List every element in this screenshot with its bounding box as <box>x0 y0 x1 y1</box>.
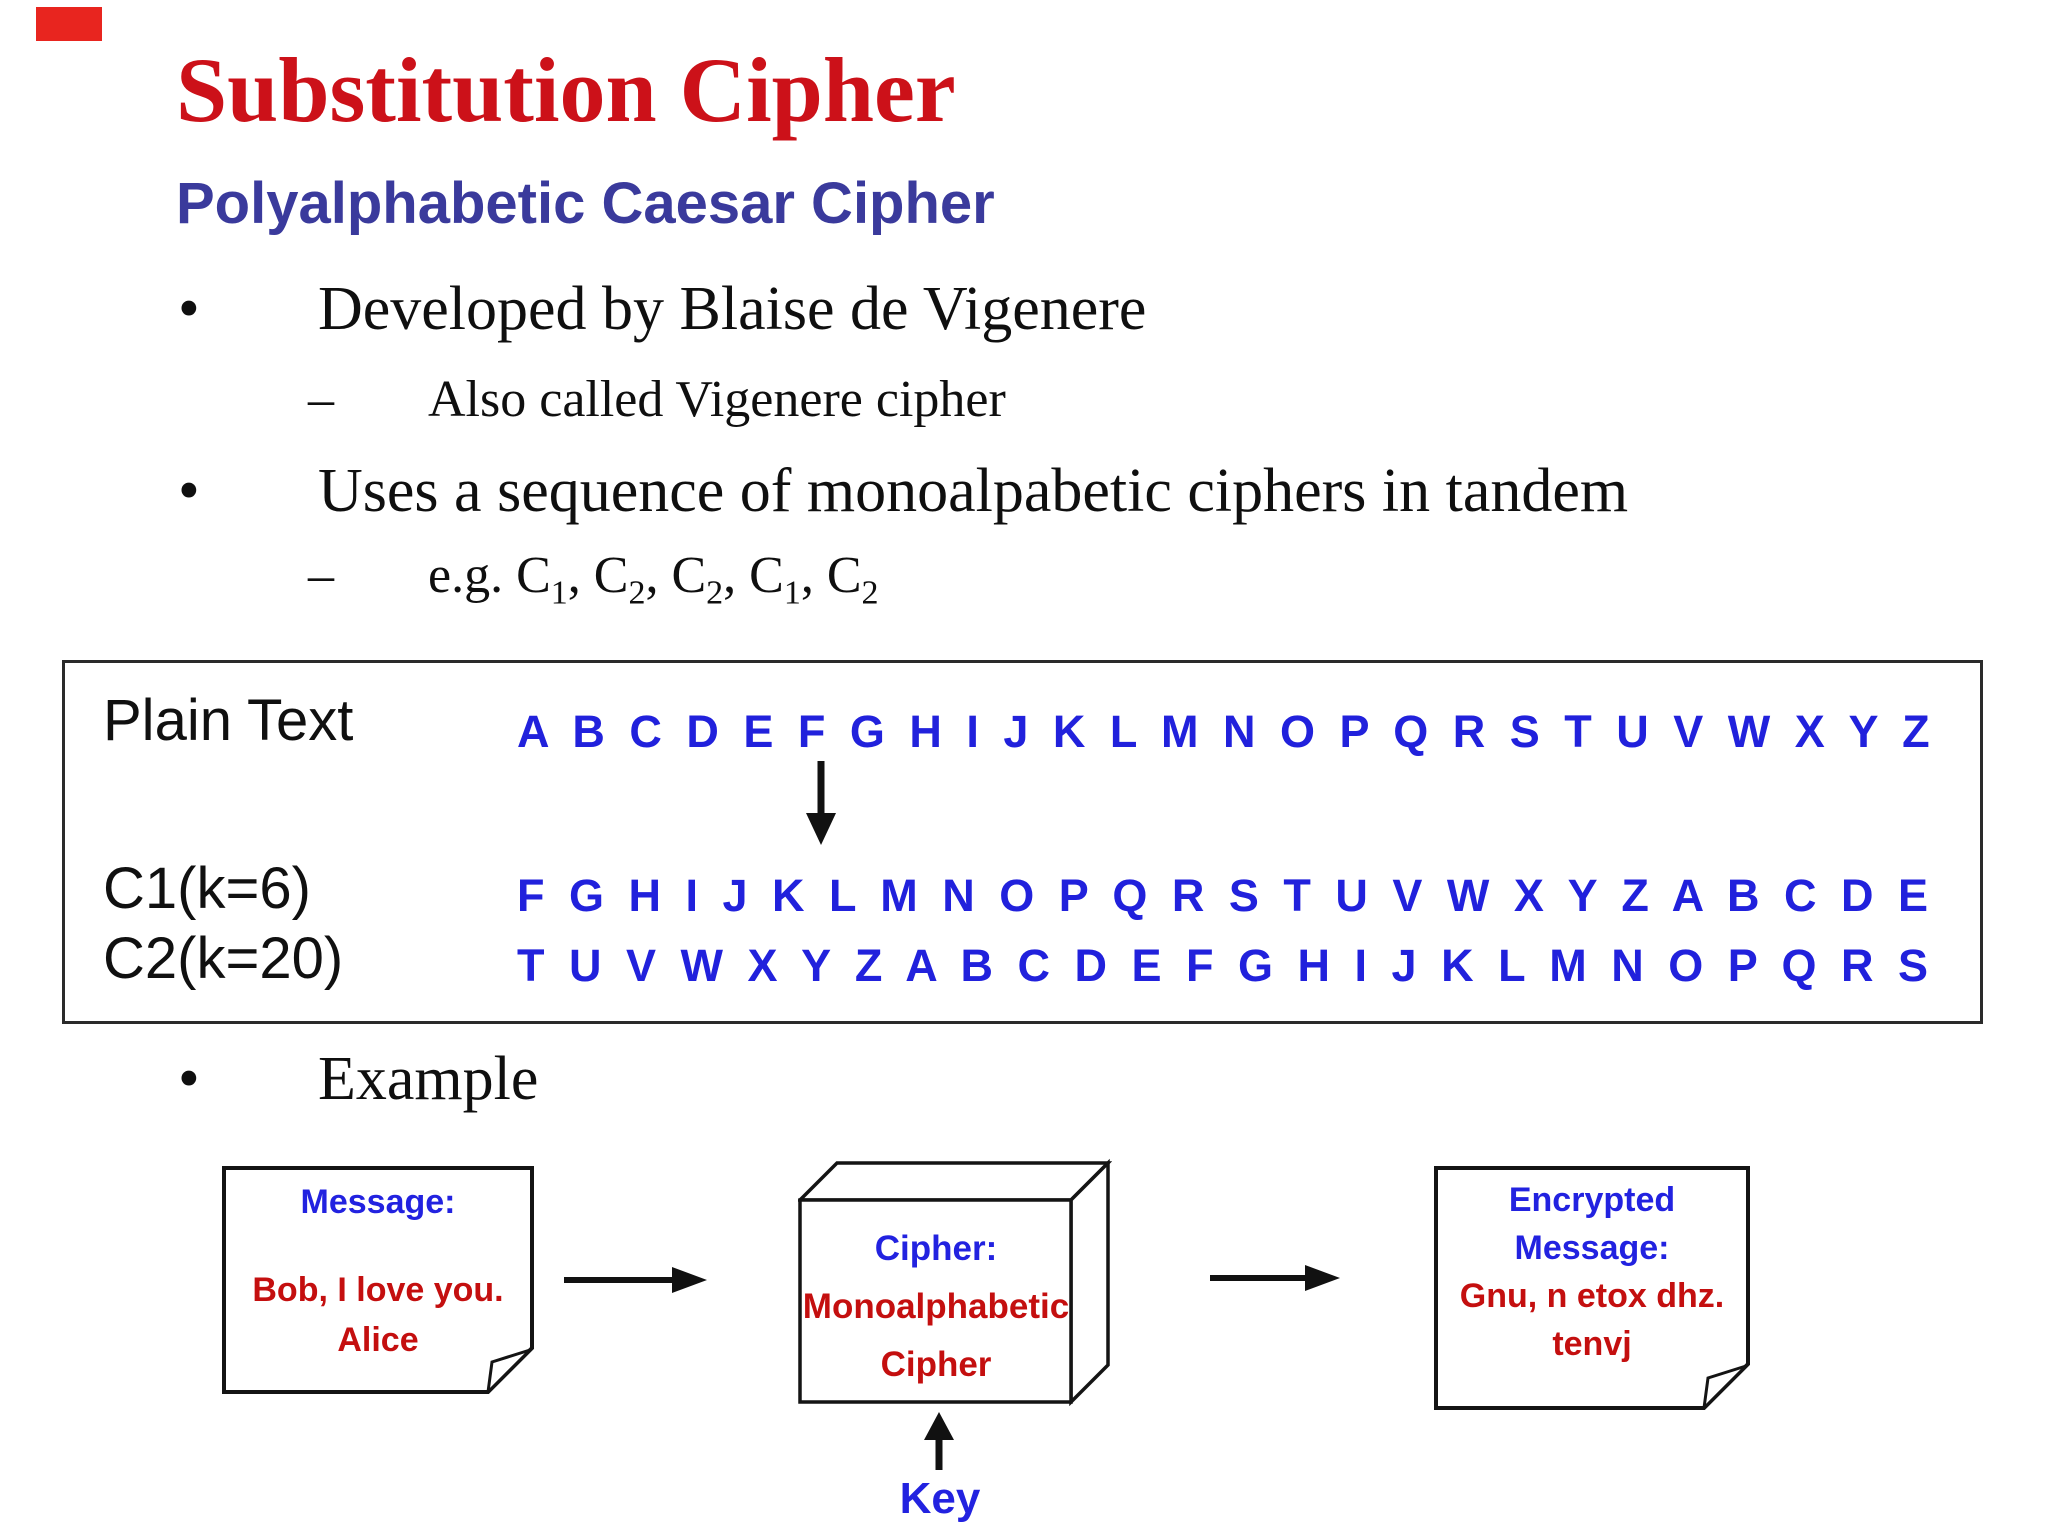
eg-c: C <box>516 547 551 604</box>
bullet-developed-text: Developed by Blaise de Vigenere <box>318 275 1147 343</box>
message-body-line1: Bob, I love you. <box>252 1271 504 1309</box>
bullet-dot-icon: • <box>178 275 200 343</box>
cipher-body-line2: Cipher <box>880 1345 992 1384</box>
eg-sub: 2 <box>628 574 646 612</box>
slide-title: Substitution Cipher <box>176 39 956 141</box>
c1-alphabet-row: F G H I J K L M N O P Q R S T U V W X Y … <box>517 870 1934 921</box>
eg-c: C <box>671 547 707 604</box>
subbullet-also-called: – Also called Vigenere cipher <box>0 374 2048 454</box>
eg-sep: , <box>567 547 594 604</box>
dash-icon: – <box>308 547 334 604</box>
bullet-developed: • Developed by Blaise de Vigenere <box>0 278 2048 358</box>
eg-c: C <box>749 547 784 604</box>
eg-sep: , <box>723 547 750 604</box>
dash-icon: – <box>308 371 334 428</box>
bullet-uses: • Uses a sequence of monoalpabetic ciphe… <box>0 460 2048 540</box>
slide-subtitle: Polyalphabetic Caesar Cipher <box>176 171 995 236</box>
cipher-box-text: Cipher: Monoalphabetic Cipher <box>800 1220 1072 1394</box>
arrow-down-icon <box>806 761 836 845</box>
arrow-right-icon <box>1210 1265 1340 1291</box>
note-outline <box>1434 1166 1750 1410</box>
cipher-table: Plain Text A B C D E F G H I J K L M N O… <box>62 660 1983 1024</box>
message-body-line2: Alice <box>337 1321 419 1359</box>
c2-alphabet-row: T U V W X Y Z A B C D E F G H I J K L M … <box>517 940 1934 991</box>
cipher-body-line1: Monoalphabetic <box>802 1287 1070 1326</box>
message-heading: Message: <box>300 1183 456 1221</box>
encrypted-heading-line2: Message: <box>1514 1229 1670 1267</box>
plain-text-label: Plain Text <box>103 688 354 753</box>
arrow-up-icon <box>924 1412 954 1470</box>
bullet-example: • Example <box>0 1048 2048 1128</box>
bullet-dot-icon: • <box>178 457 200 525</box>
c1-key-label: C1(k=6) <box>103 856 311 921</box>
red-corner-marker <box>36 7 102 41</box>
plain-alphabet-row: A B C D E F G H I J K L M N O P Q R S T … <box>517 706 1936 757</box>
cipher-heading: Cipher: <box>874 1229 998 1268</box>
note-outline <box>222 1166 534 1394</box>
encrypted-body-line2: tenvj <box>1552 1325 1632 1363</box>
subbullet-eg-text: e.g. C1, C2, C2, C1, C2 <box>428 547 879 610</box>
subbullet-eg-ciphers: – e.g. C1, C2, C2, C1, C2 <box>0 550 2048 630</box>
encrypted-heading-line1: Encrypted <box>1508 1181 1676 1219</box>
eg-sep: , <box>645 547 672 604</box>
eg-sub: 2 <box>861 574 879 612</box>
eg-sub: 2 <box>706 574 724 612</box>
key-label: Key <box>899 1474 981 1523</box>
eg-c: C <box>826 547 862 604</box>
eg-sep: , <box>800 547 827 604</box>
bullet-uses-text: Uses a sequence of monoalpabetic ciphers… <box>318 457 1629 525</box>
c2-key-label: C2(k=20) <box>103 926 344 991</box>
eg-sub: 1 <box>550 574 568 612</box>
arrow-right-icon <box>564 1267 707 1293</box>
encrypted-body-line1: Gnu, n etox dhz. <box>1459 1277 1725 1315</box>
bullet-example-text: Example <box>318 1045 539 1113</box>
cipher-3d-box <box>798 1158 1112 1406</box>
eg-prefix: e.g. <box>428 547 517 604</box>
encrypted-message-box: Encrypted Message: Gnu, n etox dhz. tenv… <box>1434 1166 1750 1410</box>
bullet-dot-icon: • <box>178 1045 200 1113</box>
eg-sub: 1 <box>783 574 801 612</box>
message-note-box: Message: Bob, I love you. Alice <box>222 1166 534 1394</box>
subbullet-also-called-text: Also called Vigenere cipher <box>428 371 1006 428</box>
eg-c: C <box>593 547 629 604</box>
